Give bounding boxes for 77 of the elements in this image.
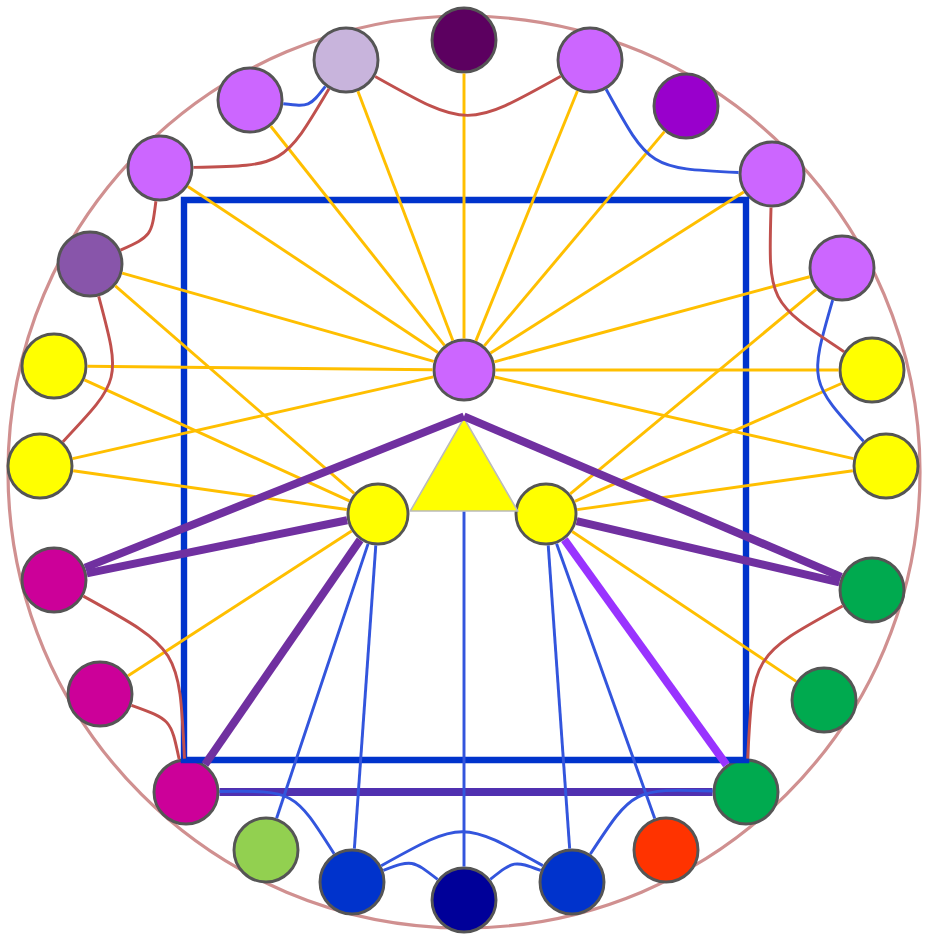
connector-line bbox=[495, 368, 839, 372]
circle bbox=[712, 758, 780, 826]
circle bbox=[556, 26, 624, 94]
connector-line bbox=[131, 703, 181, 760]
circle bbox=[20, 546, 88, 614]
connector-line bbox=[82, 594, 186, 759]
circle bbox=[430, 6, 498, 74]
circle bbox=[430, 866, 498, 934]
circle bbox=[232, 816, 300, 884]
circle bbox=[216, 66, 284, 134]
connector-line bbox=[571, 530, 797, 683]
connector-line bbox=[283, 85, 327, 107]
connector-line bbox=[374, 75, 562, 117]
circle bbox=[652, 72, 720, 140]
connector-line bbox=[462, 511, 466, 867]
connector-line bbox=[574, 382, 842, 503]
circle bbox=[538, 848, 606, 916]
connector-line bbox=[352, 545, 378, 849]
circle bbox=[152, 758, 220, 826]
circle bbox=[346, 482, 410, 546]
circle bbox=[808, 234, 876, 302]
connector-line bbox=[768, 207, 845, 353]
connector-line bbox=[187, 185, 439, 354]
connector-line bbox=[119, 201, 158, 252]
circle bbox=[838, 556, 906, 624]
connector-line bbox=[489, 190, 745, 355]
connector-line bbox=[462, 412, 843, 581]
connector-line bbox=[483, 130, 666, 347]
circle bbox=[20, 332, 88, 400]
connector-line bbox=[474, 90, 579, 342]
connector-line bbox=[746, 604, 844, 759]
circle bbox=[312, 26, 380, 94]
connector-line bbox=[219, 788, 713, 796]
connector-line bbox=[201, 537, 364, 767]
circle bbox=[6, 432, 74, 500]
connector-line bbox=[121, 271, 435, 363]
connector-line bbox=[382, 861, 439, 881]
circle bbox=[514, 482, 578, 546]
connector-line bbox=[72, 469, 348, 512]
connector-line bbox=[604, 88, 739, 174]
connector-line bbox=[489, 862, 542, 881]
connector-line bbox=[546, 545, 572, 849]
connector-line bbox=[356, 90, 455, 342]
connector-line bbox=[193, 88, 331, 169]
connector-line bbox=[575, 517, 841, 587]
connector-line bbox=[561, 537, 730, 768]
connector-line bbox=[219, 789, 336, 855]
connector-line bbox=[462, 73, 466, 339]
connector-line bbox=[127, 529, 353, 678]
circle bbox=[66, 660, 134, 728]
circle bbox=[432, 338, 496, 402]
circle bbox=[838, 336, 906, 404]
connector-line bbox=[72, 375, 434, 461]
circle bbox=[632, 816, 700, 884]
connector-line bbox=[494, 375, 854, 460]
circle bbox=[738, 140, 806, 208]
connector-line bbox=[816, 299, 865, 443]
connector-line bbox=[576, 469, 854, 512]
connector-line bbox=[87, 364, 433, 372]
circle bbox=[790, 666, 858, 734]
connector-line bbox=[494, 275, 811, 364]
circle bbox=[56, 230, 124, 298]
connector-line bbox=[114, 284, 356, 495]
connector-line bbox=[569, 288, 818, 495]
circle bbox=[126, 134, 194, 202]
connector-line bbox=[380, 830, 544, 867]
connector-line bbox=[83, 412, 466, 572]
circle bbox=[852, 432, 920, 500]
connector-line bbox=[269, 125, 446, 347]
connector-line bbox=[61, 295, 114, 443]
connector-line bbox=[83, 378, 350, 503]
square bbox=[180, 196, 750, 764]
connector-line bbox=[275, 543, 370, 819]
connector-line bbox=[589, 788, 713, 855]
connector-line bbox=[86, 516, 348, 578]
connector-line bbox=[555, 543, 657, 819]
circle bbox=[318, 848, 386, 916]
